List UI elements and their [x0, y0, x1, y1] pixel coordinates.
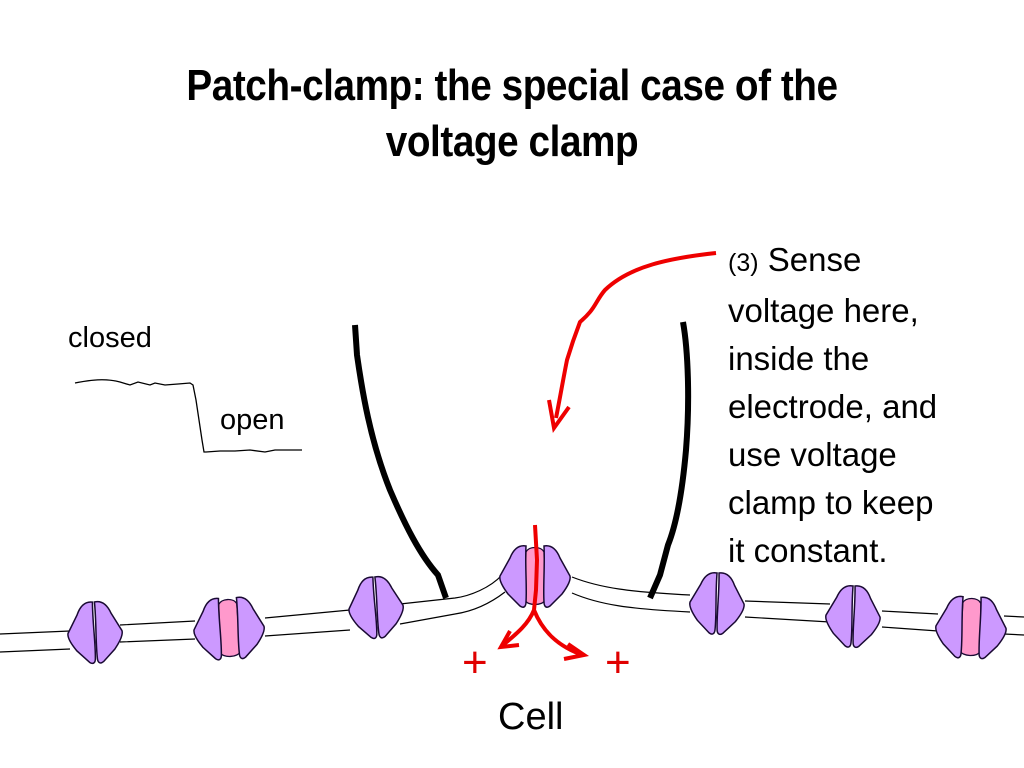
channel-subunit-left [935, 595, 964, 659]
sense-voltage-arrow [554, 251, 717, 419]
closed-state-label: closed [68, 322, 152, 354]
annotation-line-1: (3) Sense [728, 236, 1018, 287]
channel-subunit-left [689, 571, 718, 635]
positive-charge-right: + [605, 638, 631, 687]
annotation-line-2: voltage here, [728, 292, 919, 329]
channel-subunit-right [978, 596, 1007, 660]
ion-channel-open [935, 595, 1007, 660]
title-line-1: Patch-clamp: the special case of the [186, 61, 838, 110]
open-state-label: open [220, 404, 285, 436]
electrode-left-wall [352, 324, 449, 599]
channel-subunit-right [852, 585, 881, 649]
sense-voltage-arrowhead [547, 399, 571, 434]
annotation-line-3: inside the [728, 340, 870, 377]
ion-channel-closed [689, 571, 745, 636]
channel-subunit-right [716, 572, 745, 636]
current-arrow-stem [532, 524, 540, 611]
annotation-line-7: it constant. [728, 532, 888, 569]
sense-voltage-annotation: (3) Sense voltage here, inside the elect… [728, 236, 1018, 575]
cell-label: Cell [498, 696, 564, 738]
step-number: (3) [728, 249, 759, 277]
channel-subunit-right [93, 600, 123, 664]
channel-subunit-right [542, 545, 571, 608]
membrane-outer-line [0, 574, 1024, 635]
channel-subunit-right [235, 596, 265, 660]
current-arrowhead-left [497, 630, 520, 650]
membrane-inner-line [0, 591, 1024, 653]
annotation-line-6: clamp to keep [728, 484, 934, 521]
annotation-line-5: use voltage [728, 436, 897, 473]
current-arrow-right [532, 609, 581, 656]
annotation-text-1: Sense [767, 241, 862, 278]
annotation-line-4: electrode, and [728, 388, 938, 425]
channel-subunit-left [825, 584, 854, 648]
current-arrowhead-right [563, 642, 590, 661]
single-channel-trace [74, 379, 302, 453]
current-arrow-left [501, 609, 536, 647]
slide-title: Patch-clamp: the special case of the vol… [61, 58, 962, 170]
channel-subunit-left [193, 597, 223, 661]
ion-channel-closed [825, 584, 881, 649]
ion-channel-closed [348, 575, 404, 640]
channel-subunit-right [374, 575, 404, 639]
electrode-right-wall [647, 321, 692, 600]
title-line-2: voltage clamp [385, 117, 639, 166]
channel-subunit-left [499, 545, 528, 608]
ion-channel-closed [67, 600, 123, 665]
channel-subunit-left [67, 601, 97, 665]
channel-subunit-left [348, 576, 378, 640]
ion-channel-open [193, 596, 265, 661]
positive-charge-left: + [462, 638, 488, 687]
